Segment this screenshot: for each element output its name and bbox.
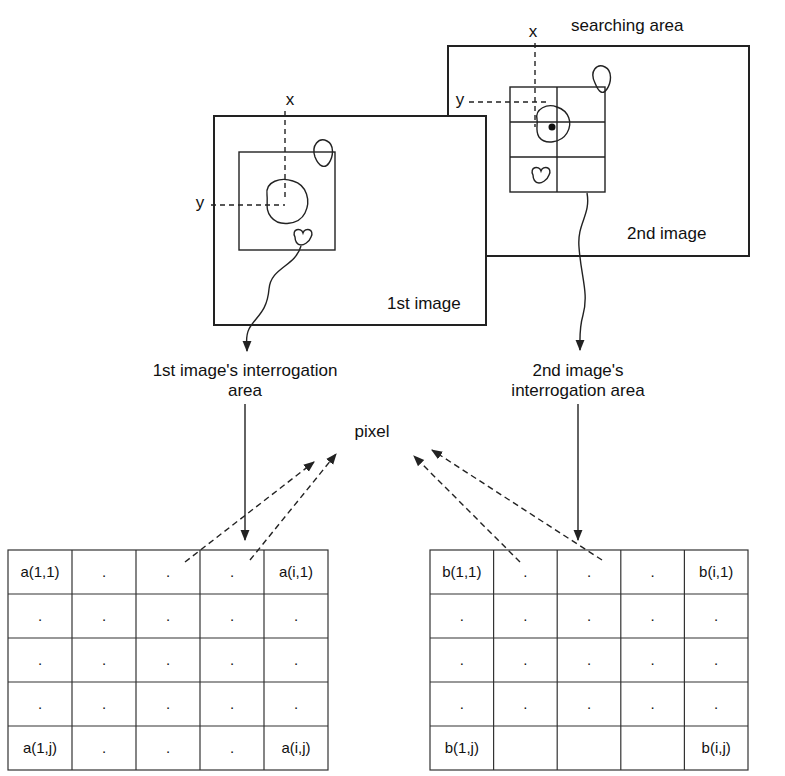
table-cell: . [460,695,464,713]
grid-line [556,87,557,192]
table-cell: b(1,1) [442,563,481,581]
image-label: 1st image [387,295,461,314]
table-cell: . [587,607,591,625]
pixel-arrow [185,462,314,562]
interrogation-window [239,152,335,250]
table-cell: . [651,563,655,581]
table-cell: . [230,739,234,757]
table-cell: . [102,739,106,757]
table-cell: . [523,695,527,713]
table-cell: . [651,695,655,713]
area-heading: searching area [571,17,683,36]
image-label: 2nd image [627,225,706,244]
down-arrow [244,404,245,540]
particle [294,230,312,245]
table-cell: b(1,j) [445,739,479,757]
particle [532,168,550,183]
table-cell: . [523,651,527,669]
table-cell: . [166,695,170,713]
pointer-arrows [185,404,602,562]
axis-label: y [196,193,205,213]
leader-line [247,246,302,351]
table-cell: . [166,651,170,669]
particle [314,140,333,166]
axis-label: x [529,22,538,42]
table-cell: . [714,607,718,625]
particle [593,66,611,92]
table-cell: . [714,695,718,713]
table-cell: . [102,651,106,669]
table-cell: . [166,607,170,625]
axis-label: y [456,90,465,110]
table-cell: . [460,607,464,625]
grid-line [510,121,605,122]
y-guide [469,101,547,102]
leader-line [579,193,588,350]
table-cell: . [230,563,234,581]
table-cell: . [460,651,464,669]
down-arrow [577,404,578,540]
pixel-arrow [250,454,336,560]
interrogation-window [510,87,605,192]
frame-illustration [449,47,752,259]
x-guide [284,111,285,199]
table-cell: a(1,1) [20,563,59,581]
table-cell: b(i,1) [699,563,733,581]
image-frame: searching area2nd image [447,45,750,257]
table-cell: . [102,563,106,581]
table-cell: a(i,j) [281,739,310,757]
table-cell: . [38,651,42,669]
table-cell: b(i,j) [702,739,731,757]
table-cell: . [38,695,42,713]
table-cell: . [294,651,298,669]
table-cell: . [230,695,234,713]
axis-label: x [286,90,295,110]
grid-line [510,156,605,157]
table-cell: . [587,563,591,581]
table-cell: . [102,607,106,625]
table-cell: . [166,563,170,581]
table-cell: . [166,739,170,757]
table-cell: . [523,563,527,581]
particle-center [549,124,556,131]
table-cell: . [651,607,655,625]
area-caption: 2nd image's interrogation area [483,361,673,402]
table-cell: . [651,651,655,669]
table-cell: a(1,j) [23,739,57,757]
table-cell: . [102,695,106,713]
y-guide [211,204,285,205]
table-cell: . [38,607,42,625]
image-frame: 1st image [213,115,487,326]
table-cell: . [714,651,718,669]
table-cell: . [230,651,234,669]
table-cell: . [523,607,527,625]
table-cell: . [230,607,234,625]
pixel-grid-left [8,550,328,770]
area-caption: 1st image's interrogation area [150,361,340,402]
pixel-label: pixel [355,422,390,442]
table-cell: a(i,1) [279,563,313,581]
table-cell: . [294,607,298,625]
pixel-grid-right [430,550,748,770]
pixel-arrow [432,450,602,560]
x-guide [534,43,535,127]
particle [537,106,570,142]
table-cell: . [587,651,591,669]
table-cell: . [294,695,298,713]
particle [267,180,308,224]
table-cell: . [587,695,591,713]
